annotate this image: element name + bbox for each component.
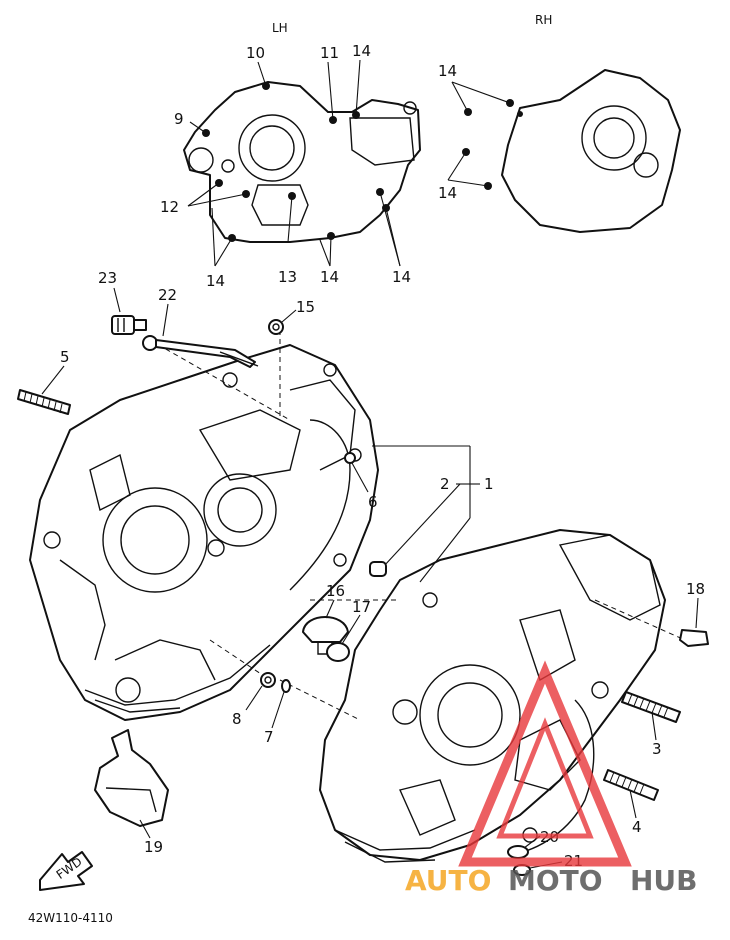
- callout-13: 13: [278, 268, 297, 286]
- leader-22: [162, 303, 169, 337]
- leader-3: [651, 711, 657, 741]
- leader-4: [629, 789, 637, 819]
- callout-1: 1: [484, 475, 494, 493]
- callout-14-lh-br: 14: [392, 268, 411, 286]
- callout-8: 8: [232, 710, 242, 728]
- leader-19: [139, 819, 151, 839]
- callout-17: 17: [352, 598, 371, 616]
- rh-leader-lines: [447, 81, 511, 187]
- callout-18: 18: [686, 580, 705, 598]
- callout-22: 22: [158, 286, 177, 304]
- stud-bolt-3: [621, 691, 681, 723]
- watermark-hub: HUB: [630, 864, 698, 897]
- right-crankcase-half: [319, 529, 666, 863]
- leader-16: [325, 599, 335, 619]
- dowel-pin-15: [268, 319, 284, 335]
- leader-7: [271, 691, 285, 729]
- dowel-between-halves: [369, 561, 387, 577]
- leader-6: [351, 462, 369, 493]
- callout-19: 19: [144, 838, 163, 856]
- leader-17: [341, 614, 361, 645]
- callout-14-lh-bm: 14: [320, 268, 339, 286]
- stud-bolt-5: [17, 389, 71, 415]
- callout-10: 10: [246, 44, 265, 62]
- watermark-triangle-icon: [458, 660, 632, 867]
- watermark-moto: MOTO: [508, 864, 603, 897]
- o-ring-7: [281, 679, 291, 693]
- callout-2: 2: [440, 475, 450, 493]
- left-crankcase-half: [29, 344, 379, 721]
- leader-15: [281, 309, 297, 323]
- watermark-auto: AUTO: [405, 864, 491, 897]
- callout-16: 16: [326, 582, 345, 600]
- callout-11: 11: [320, 44, 339, 62]
- callout-6: 6: [368, 493, 378, 511]
- leader-5: [41, 365, 65, 395]
- callout-4: 4: [632, 818, 642, 836]
- clip-18: [679, 629, 709, 647]
- forward-arrow-icon: FWD: [39, 851, 93, 891]
- collar-8: [260, 672, 276, 688]
- leader-23: [113, 287, 121, 313]
- diagram-code: 42W110-4110: [28, 911, 113, 925]
- watermark-logo: [458, 660, 632, 867]
- rh-label: RH: [535, 13, 552, 27]
- rh-crankcase-outline: [501, 69, 681, 233]
- callout-15: 15: [296, 298, 315, 316]
- callout-14-rh-bottom: 14: [438, 184, 457, 202]
- pipe-22: [142, 335, 259, 368]
- callout-14-lh-bl: 14: [206, 272, 225, 290]
- callout-7: 7: [264, 728, 274, 746]
- lh-leader-lines: [187, 59, 401, 267]
- callout-5: 5: [60, 348, 70, 366]
- lh-label: LH: [272, 21, 288, 35]
- leader-18: [695, 597, 699, 629]
- stud-bolt-4: [603, 769, 659, 801]
- crankcase-set-bracket: [372, 445, 480, 583]
- rh-gasket-dots: [462, 99, 523, 190]
- o-ring-17: [326, 642, 350, 662]
- callout-9: 9: [174, 110, 184, 128]
- watermark-triangle-inner: [496, 717, 594, 839]
- alignment-lines: [149, 330, 686, 721]
- callout-14-rh-top: 14: [438, 62, 457, 80]
- callout-12: 12: [160, 198, 179, 216]
- callout-14-lh-top: 14: [352, 42, 371, 60]
- dowel-6: [344, 452, 356, 464]
- lh-crankcase-outline: [183, 81, 421, 243]
- strainer-plate-19: [94, 729, 169, 827]
- callout-23: 23: [98, 269, 117, 287]
- bolt-23: [111, 315, 147, 335]
- watermark-text: AUTO MOTO HUB: [405, 864, 698, 897]
- leader-8: [245, 685, 263, 711]
- callout-3: 3: [652, 740, 662, 758]
